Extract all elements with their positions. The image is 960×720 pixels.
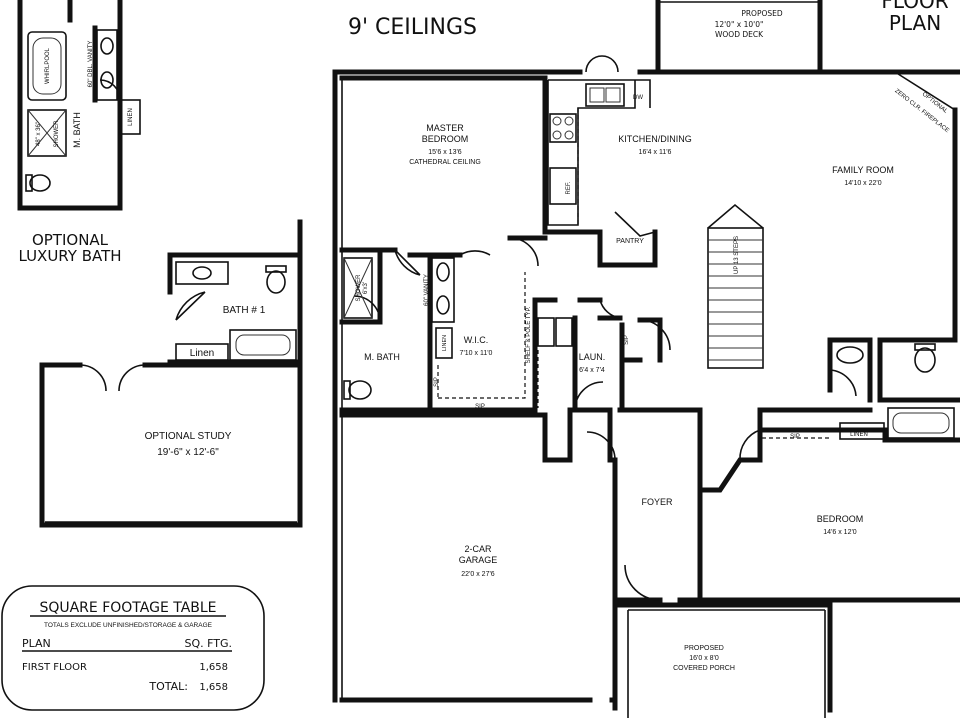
luxury-vanity-label: 60" DBL. VANITY xyxy=(88,41,94,88)
wic-sip: SIP xyxy=(475,404,485,410)
study-room: OPTIONAL STUDY 19'-6" x 12'-6" xyxy=(39,362,303,528)
sqft-title: SQUARE FOOTAGE TABLE xyxy=(39,600,216,616)
master-bedroom-name2: BEDROOM xyxy=(422,134,469,144)
deck-line2: 12'0" x 10'0" xyxy=(715,20,764,29)
master-shower-label: SHOWER xyxy=(356,274,362,302)
ref-label: REF. xyxy=(566,181,572,194)
whirlpool-tub xyxy=(27,31,67,101)
sqft-total-label: TOTAL: xyxy=(148,680,188,693)
toilet-icon xyxy=(914,347,936,373)
range xyxy=(549,113,577,143)
plan-title-line2: PLAN xyxy=(889,11,941,35)
sqft-total-value: 1,658 xyxy=(199,682,228,693)
sqft-row-label: FIRST FLOOR xyxy=(22,662,87,673)
sqft-subtitle: TOTALS EXCLUDE UNFINISHED/STORAGE & GARA… xyxy=(44,622,213,629)
porch-line1: PROPOSED xyxy=(684,645,724,652)
kitchen-dining-name: KITCHEN/DINING xyxy=(618,134,692,144)
dbl-vanity xyxy=(96,29,118,101)
garage-name2: GARAGE xyxy=(459,555,498,565)
garage-size: 22'0 x 27'6 xyxy=(461,571,495,578)
family-room-size: 14'10 x 22'0 xyxy=(844,180,881,187)
sqft-table: SQUARE FOOTAGE TABLE TOTALS EXCLUDE UNFI… xyxy=(1,585,265,711)
main-plan-walls xyxy=(332,0,960,718)
pantry-label: PANTRY xyxy=(616,238,644,245)
laundry-size: 6'4 x 7'4 xyxy=(579,367,605,374)
bath1-inset: Linen BATH # 1 xyxy=(167,219,303,368)
laundry-name: LAUN. xyxy=(579,352,606,362)
bath1-linen xyxy=(175,343,229,361)
master-bedroom-note: CATHEDRAL CEILING xyxy=(409,159,481,166)
kitchen-sink xyxy=(585,83,625,107)
deck-line1: PROPOSED xyxy=(741,9,783,18)
master-linen xyxy=(435,327,453,359)
bedroom-linen-label: LINEN xyxy=(850,432,868,438)
refrigerator xyxy=(549,167,577,205)
luxury-bath-room-label: M. BATH xyxy=(72,112,82,148)
study-size: 19'-6" x 12'-6" xyxy=(157,447,219,458)
toilet-icon xyxy=(29,174,51,192)
study-label: OPTIONAL STUDY xyxy=(145,431,232,442)
bath1-vanity xyxy=(175,261,229,285)
master-bedroom-size: 15'6 x 13'6 xyxy=(428,149,462,156)
deck-line3: WOOD DECK xyxy=(715,30,764,39)
wic-name: W.I.C. xyxy=(464,335,489,345)
foyer-label: FOYER xyxy=(641,497,673,507)
bath1-label: BATH # 1 xyxy=(223,305,266,316)
dw-label: DW xyxy=(633,95,643,101)
bath1-linen-label: Linen xyxy=(190,348,214,359)
luxury-shower xyxy=(27,109,67,157)
plan-title-line1: FLOOR xyxy=(881,0,948,13)
master-shower xyxy=(343,257,373,319)
family-room-name: FAMILY ROOM xyxy=(832,165,894,175)
stair-label: UP 13 STEPS xyxy=(734,236,740,274)
closet-sip: SIP xyxy=(624,335,630,345)
bath1-tub xyxy=(229,329,297,361)
porch-line2: 16'0 x 8'0 xyxy=(689,655,719,662)
wic-size: 7'10 x 11'0 xyxy=(460,350,493,357)
room-labels: PROPOSED 12'0" x 10'0" WOOD DECK MASTER … xyxy=(356,9,950,672)
luxury-bath-title-2: LUXURY BATH xyxy=(18,247,121,265)
bedroom-linen xyxy=(839,422,885,440)
ceilings-note: 9' CEILINGS xyxy=(348,15,477,40)
kitchen-dining-size: 16'4 x 11'6 xyxy=(639,149,672,156)
shelf-pole-label: SHELF & POLE TYP. xyxy=(526,306,532,363)
luxury-linen xyxy=(119,99,141,135)
master-linen-label: LINEN xyxy=(442,335,448,351)
master-vanity-label: 60" VANITY xyxy=(424,274,430,306)
washer xyxy=(537,317,555,347)
garage-name1: 2-CAR xyxy=(464,544,492,554)
luxury-shower-label: SHOWER xyxy=(54,120,60,148)
toilet-icon xyxy=(266,270,286,294)
whirlpool-label: WHIRLPOOL xyxy=(45,47,51,84)
toilet-icon xyxy=(348,380,372,400)
dryer xyxy=(555,317,573,347)
bedroom-tub xyxy=(887,407,955,439)
sqft-row-value: 1,658 xyxy=(199,662,228,673)
master-bath-label: M. BATH xyxy=(364,352,400,362)
bedroom-name: BEDROOM xyxy=(817,514,864,524)
master-vanity xyxy=(431,257,455,323)
sqft-col-sqft: SQ. FTG. xyxy=(184,637,232,650)
luxury-shower-size: 48" x 36" xyxy=(36,122,42,146)
porch-line3: COVERED PORCH xyxy=(673,665,735,672)
lav-sink xyxy=(836,346,864,364)
master-bedroom-name1: MASTER xyxy=(426,123,464,133)
luxury-bath-inset: WHIRLPOOL 48" x 36" SHOWER 60" DBL. VANI… xyxy=(17,0,141,211)
bedroom-size: 14'6 x 12'0 xyxy=(823,529,857,536)
stairs xyxy=(707,227,764,369)
wic-sip-side: SIP xyxy=(434,377,440,387)
master-shower-size: 6'x3' xyxy=(363,282,369,294)
bedroom-sip: SIP xyxy=(790,434,800,440)
luxury-linen-label: LINEN xyxy=(128,108,134,126)
sqft-col-plan: PLAN xyxy=(22,637,51,650)
luxury-bath-title-1: OPTIONAL xyxy=(32,231,109,249)
